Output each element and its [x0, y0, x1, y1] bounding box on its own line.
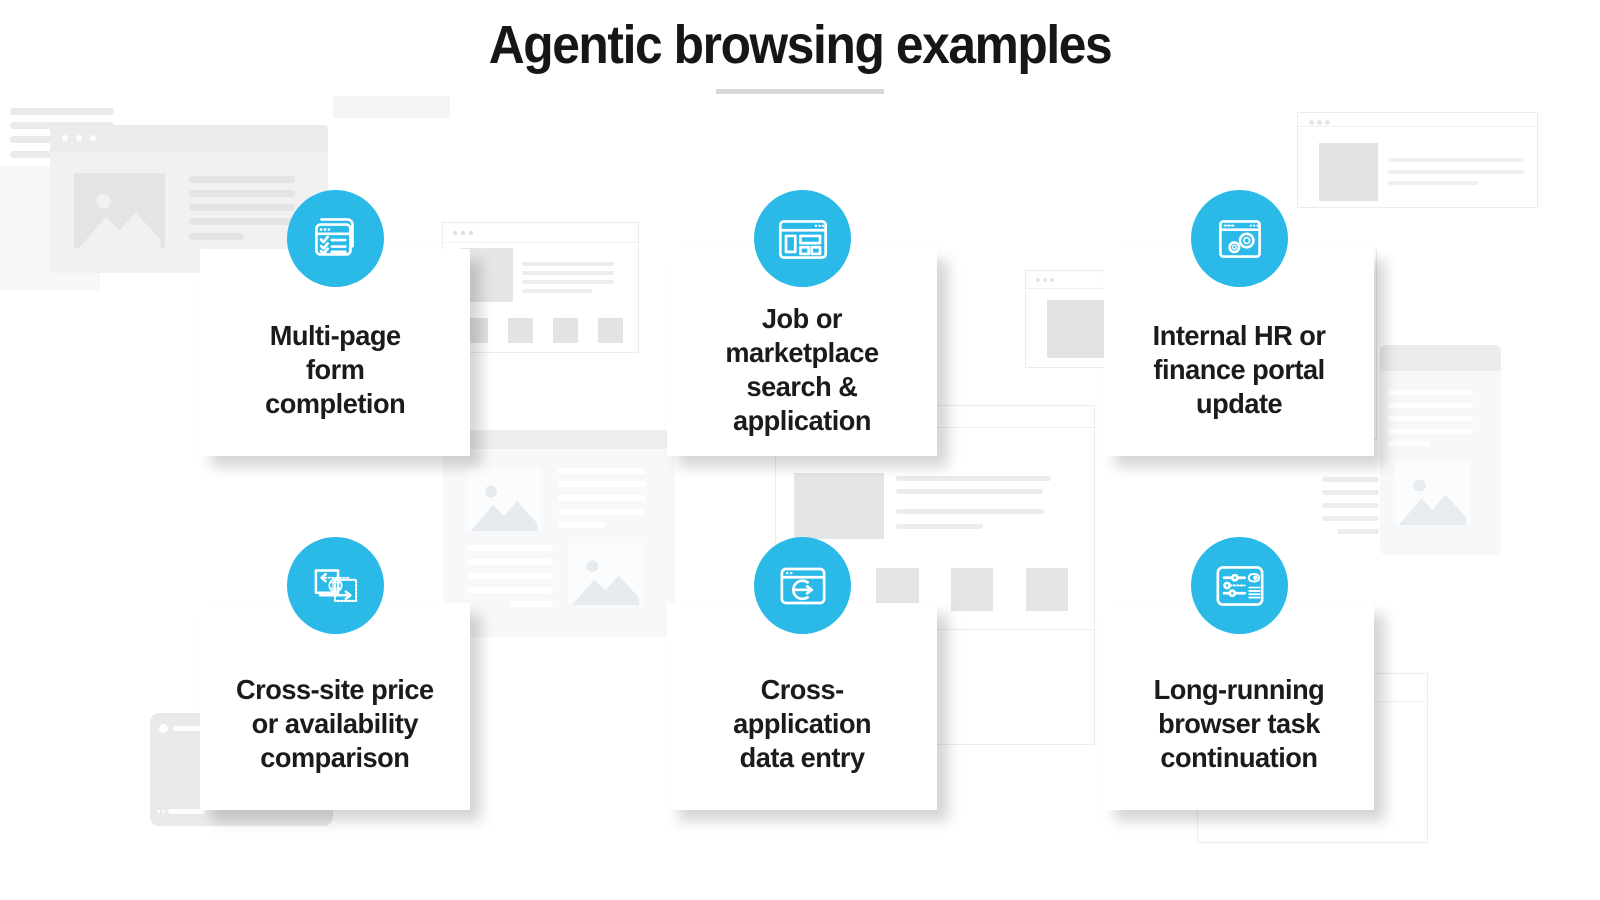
card-long-running-browser-task-continuation: Long-running browser task continuation — [1104, 537, 1374, 810]
bg-browser-mockup-top-right — [1297, 112, 1538, 208]
card-label: Cross- application data entry — [732, 673, 872, 773]
marketplace-window-icon — [754, 190, 851, 287]
card-label: Job or marketplace search & application — [725, 302, 879, 436]
card-body: Long-running browser task continuation — [1104, 603, 1374, 810]
card-body: Cross-site price or availability compari… — [200, 603, 470, 810]
checklist-pages-icon — [287, 190, 384, 287]
bg-article-mockup-right — [1380, 345, 1501, 555]
header: Agentic browsing examples — [0, 14, 1600, 94]
sync-window-icon — [754, 537, 851, 634]
site-compare-globe-icon — [287, 537, 384, 634]
card-label: Multi-page form completion — [264, 319, 406, 419]
page-title: Agentic browsing examples — [488, 15, 1113, 75]
gears-window-icon — [1191, 190, 1288, 287]
bg-browser-mockup-mid-left — [442, 222, 639, 353]
sliders-window-icon — [1191, 537, 1288, 634]
card-label: Internal HR or finance portal update — [1152, 319, 1326, 419]
card-cross-site-price-availability-comparison: Cross-site price or availability compari… — [200, 537, 470, 810]
card-internal-hr-finance-portal-update: Internal HR or finance portal update — [1104, 190, 1374, 456]
card-multi-page-form-completion: Multi-page form completion — [200, 190, 470, 456]
title-underline — [716, 89, 884, 94]
card-body: Internal HR or finance portal update — [1104, 249, 1374, 456]
card-body: Cross- application data entry — [667, 603, 937, 810]
card-label: Long-running browser task continuation — [1153, 673, 1325, 773]
image-placeholder-icon — [74, 173, 165, 248]
bg-article-mockup-center-left — [443, 430, 675, 637]
card-label: Cross-site price or availability compari… — [236, 673, 434, 773]
bg-browser-mockup-top-left — [50, 125, 328, 273]
card-cross-application-data-entry: Cross- application data entry — [667, 537, 937, 810]
card-job-marketplace-search-application: Job or marketplace search & application — [667, 190, 937, 456]
